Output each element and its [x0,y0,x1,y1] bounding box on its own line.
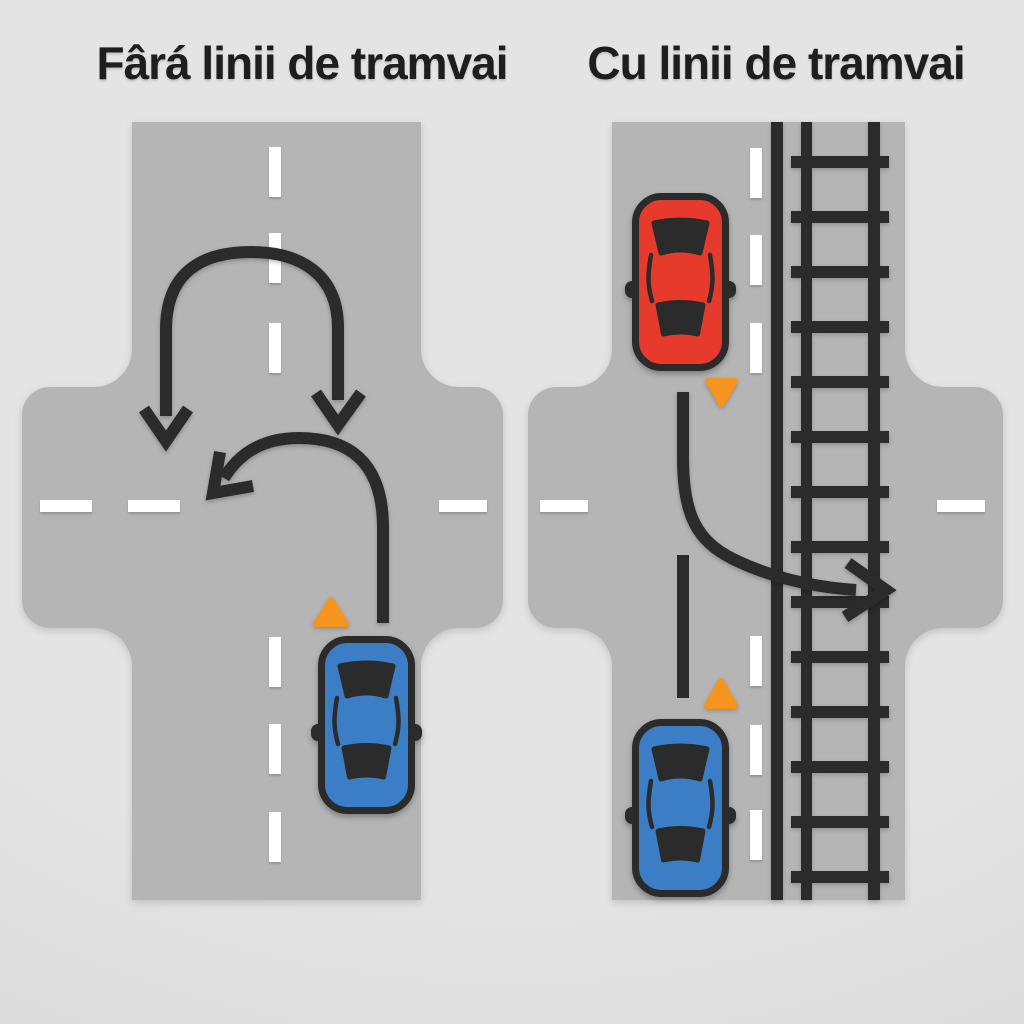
lane-markings-right [540,148,985,860]
blue-car-right-panel [625,723,736,894]
yield-triangle-down-right-panel [705,378,738,407]
lane-dash [269,724,281,774]
turn-curve [677,392,857,596]
lane-dash [269,637,281,687]
road-right-intersection [528,122,1003,900]
blue-car-left-panel [311,640,422,811]
arrowhead-down-left [139,405,193,452]
turn-across-track-arrow [677,392,897,623]
tram-lane-separator-line [771,122,783,900]
yield-triangle-up-right-panel [704,678,738,709]
lane-dash [750,323,762,373]
lane-dash [269,323,281,373]
lane-dash [750,636,762,686]
arrowhead-down-right [311,389,366,436]
lane-dash [750,810,762,860]
lane-dash [269,812,281,862]
track-rail-right [868,122,880,900]
arch-curve [160,245,344,416]
lane-dash [40,500,92,512]
lane-dash [750,148,762,198]
road-left-intersection [22,122,503,900]
lane-markings-left [40,147,487,862]
yield-triangle-up-left-panel [313,597,349,627]
lane-dash [750,235,762,285]
straight-path-line [677,555,689,698]
lane-dash [439,500,487,512]
arrowhead-right [841,558,897,623]
red-car-right-panel [625,197,736,368]
tram-track [771,122,889,900]
lane-dash [269,147,281,197]
lane-dash [937,500,985,512]
hook-curve [218,431,389,623]
track-rail-left [801,122,812,900]
u-turn-arch-arrow [139,245,366,452]
arrowhead-left [205,450,255,501]
lane-dash [540,500,588,512]
lane-dash [750,725,762,775]
u-turn-hook-arrow [205,431,389,623]
lane-dash [128,500,180,512]
left-panel-title: Fârá linii de tramvai [96,37,508,89]
right-panel-title: Cu linii de tramvai [587,37,965,89]
